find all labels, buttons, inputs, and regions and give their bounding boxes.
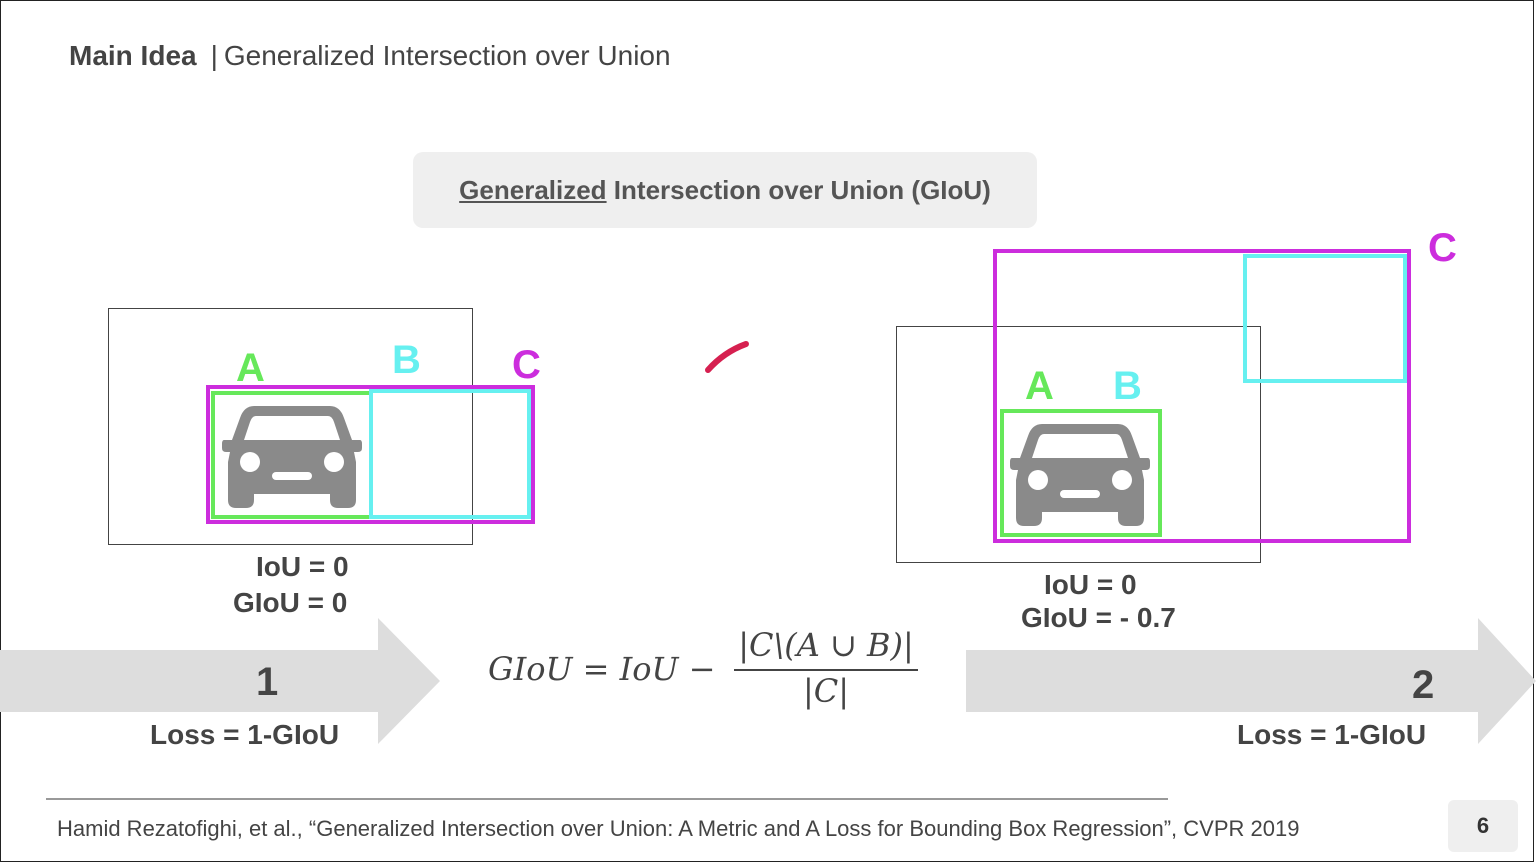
step2-loss: Loss = 1-GIoU <box>1237 719 1427 750</box>
example2-box-b <box>1243 254 1407 383</box>
formula-numerator: |C\(A ∪ B)| <box>738 626 914 664</box>
example2-box-a <box>1000 409 1162 537</box>
step2-number: 2 <box>1412 663 1435 707</box>
example1-label-a: A <box>236 346 265 390</box>
title-separator: | <box>210 40 218 71</box>
car-icon <box>222 406 362 508</box>
example1-label-b: B <box>392 338 421 382</box>
example2-box-c <box>993 249 1411 543</box>
citation: Hamid Rezatofighi, et al., “Generalized … <box>57 816 1300 841</box>
example2-image-frame <box>896 326 1261 563</box>
slide-title: Main Idea |Generalized Intersection over … <box>69 40 671 72</box>
formula-denominator: |C| <box>802 672 850 710</box>
page-number-text: 6 <box>1476 813 1490 838</box>
step1-loss: Loss = 1-GIoU <box>150 719 340 750</box>
example1-box-c <box>206 385 535 524</box>
example1-box-b <box>369 389 531 519</box>
formula-lhs: GIoU = IoU − <box>488 650 716 688</box>
footer-divider <box>46 798 1168 800</box>
title-main-label: Main Idea <box>69 40 197 71</box>
giou-formula: GIoU = IoU − |C\(A ∪ B)| |C| <box>488 624 928 714</box>
example2-giou: GIoU = - 0.7 <box>1021 602 1176 633</box>
example2-label-b: B <box>1113 364 1142 408</box>
example1-giou: GIoU = 0 <box>233 587 348 618</box>
example1-image-frame <box>108 308 473 545</box>
step1-arrow <box>0 618 440 744</box>
example2-label-a: A <box>1025 364 1054 408</box>
example2-iou: IoU = 0 <box>1044 569 1137 600</box>
example1-label-c: C <box>512 343 541 387</box>
step2-arrow <box>966 618 1536 744</box>
concept-rest: Intersection over Union (GIoU) <box>606 174 991 205</box>
car-icon <box>1010 424 1150 526</box>
example2-label-c: C <box>1428 226 1457 270</box>
formula-fraction-bar <box>734 669 918 671</box>
step1-number: 1 <box>256 660 279 704</box>
page-number: 6 <box>1448 800 1518 852</box>
example1-iou: IoU = 0 <box>256 551 349 582</box>
concept-box: Generalized Intersection over Union (GIo… <box>413 152 1037 228</box>
concept-underlined-word: Generalized <box>459 174 607 205</box>
pen-stroke-mark <box>705 341 749 373</box>
title-subtitle: Generalized Intersection over Union <box>223 40 671 71</box>
